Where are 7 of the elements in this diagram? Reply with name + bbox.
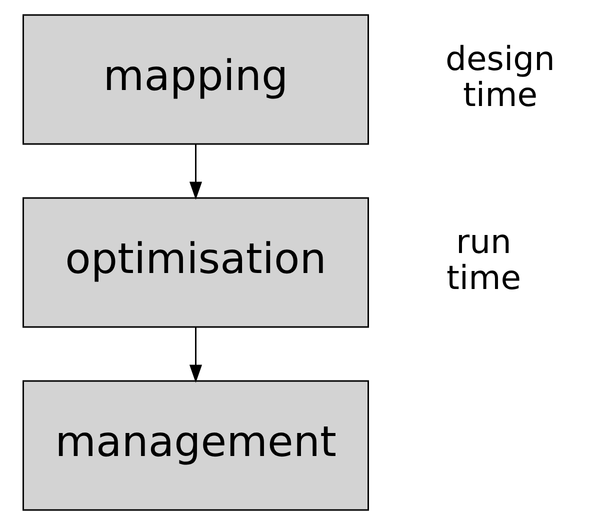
label: run time	[446, 221, 522, 296]
node-box: mapping	[22, 14, 369, 144]
arrow	[189, 326, 202, 382]
node-box: management	[22, 380, 369, 510]
label: design time	[446, 38, 555, 114]
arrow	[189, 144, 202, 200]
node-box: optimisation	[22, 196, 369, 328]
